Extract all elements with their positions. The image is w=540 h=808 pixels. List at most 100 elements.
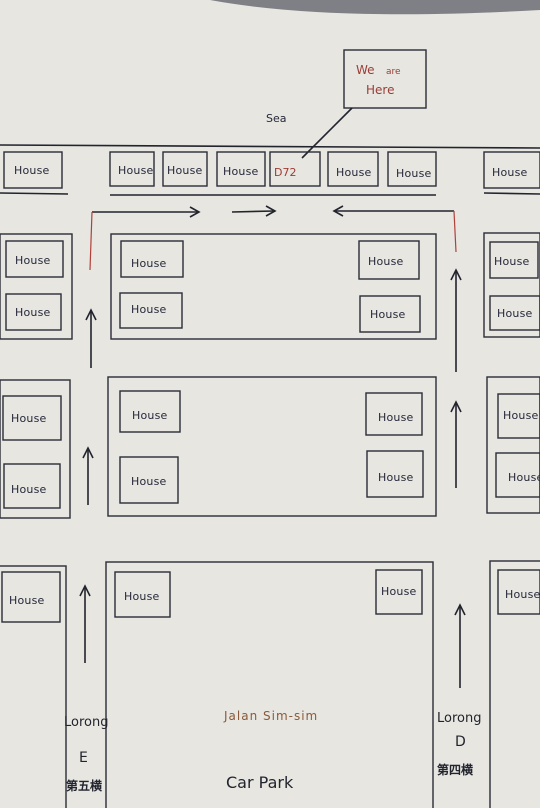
house-label: House [378,411,414,424]
house [366,450,424,498]
block-center-1 [110,233,437,340]
we-are-here-callout: We are Here [301,49,427,159]
arrow-head-up [82,446,94,459]
arrow-head-up [454,603,466,616]
block-center-2 [107,376,437,517]
house-label: House [505,588,540,601]
house [489,241,539,279]
route-arrows-top [89,205,457,271]
house-label: House [11,483,47,496]
jalan-sim-sim-label: Jalan Sim-sim [223,709,318,723]
arrow-head-up [85,308,97,321]
arrow-head-up [450,268,462,281]
callout-line1b: are [386,67,401,77]
block-row-1: House House House House House House Hous… [0,232,540,340]
house-top-1 [109,151,155,187]
house-d72-label: D72 [274,166,296,179]
house-label: House [124,590,160,603]
lorong-d-letter: D [455,734,466,750]
house-label: House [368,255,404,268]
house-label: House [503,409,539,422]
block-right-3 [489,560,540,808]
house-top-2 [162,151,208,187]
house [5,293,62,331]
house [375,569,423,615]
right-lane-arrows [450,268,466,688]
house [3,463,61,509]
photo-edge-shadow [210,0,540,15]
house-top-3 [216,151,266,187]
house [365,392,423,436]
house-label: House [15,254,51,267]
road-line [483,192,540,195]
house-label: House [494,255,530,268]
lorong-d-name: Lorong [437,711,481,726]
block-left-1 [0,233,73,340]
house-label: House [381,585,417,598]
house-label: House [378,471,414,484]
house [497,569,540,615]
house [119,292,183,329]
arrow-head-up [450,400,462,413]
house-label: House [223,165,259,178]
house-top-6 [387,151,437,187]
lorong-d-chinese: 第四横 [437,762,474,777]
house-label: House [15,306,51,319]
house-label: House [14,164,50,177]
house-top-5 [327,151,379,187]
house-label: House [131,303,167,316]
house [495,452,540,498]
house-label: House [118,164,154,177]
house-label: House [131,257,167,270]
block-right-1 [483,232,540,338]
lorong-e-label: Lorong E 第五横 [64,715,108,793]
sea-label: Sea [266,112,287,125]
house-label: House [396,167,432,180]
block-row-3: House House House House Jalan Sim-sim Ca… [0,560,540,808]
block-right-2 [486,376,540,514]
house-label: House [131,475,167,488]
house-d72 [269,151,321,187]
house [358,240,420,280]
left-lane-arrows [79,308,97,663]
block-center-3 [105,561,434,808]
top-row-houses: House House House House D72 House House … [3,151,540,189]
house-label: House [11,412,47,425]
arrow-head-up [79,584,91,597]
lorong-d-label: Lorong D 第四横 [437,711,481,777]
house-label: House [167,164,203,177]
red-route-line [89,211,93,271]
callout-line1: We [356,63,375,77]
block-left-2 [0,379,71,519]
house-label: House [492,166,528,179]
house [5,240,64,278]
house-label: House [508,471,540,484]
house-label: House [370,308,406,321]
coastline [0,144,540,149]
house-label: House [9,594,45,607]
house [1,571,61,623]
house [489,295,540,331]
house-label: House [497,307,533,320]
red-route-line [453,210,457,253]
callout-box [343,49,427,109]
callout-pointer-line [301,107,353,159]
house [119,456,179,504]
lorong-e-chinese: 第五横 [66,778,103,793]
arrow-head-left [332,205,344,217]
arrow-head-right [265,205,277,217]
lorong-e-name: Lorong [64,715,108,730]
house [114,571,171,618]
block-left-3 [0,565,67,808]
arrow-shaft [231,210,275,213]
callout-line2: Here [366,83,394,97]
house [497,393,540,439]
house [359,295,421,333]
house [2,395,62,441]
house-label: House [336,166,372,179]
arrow-head-right [189,206,201,218]
house [120,240,184,278]
block-row-2: House House House House House House Hous… [0,376,540,519]
house-top-0 [3,151,63,189]
lorong-e-letter: E [79,750,88,766]
